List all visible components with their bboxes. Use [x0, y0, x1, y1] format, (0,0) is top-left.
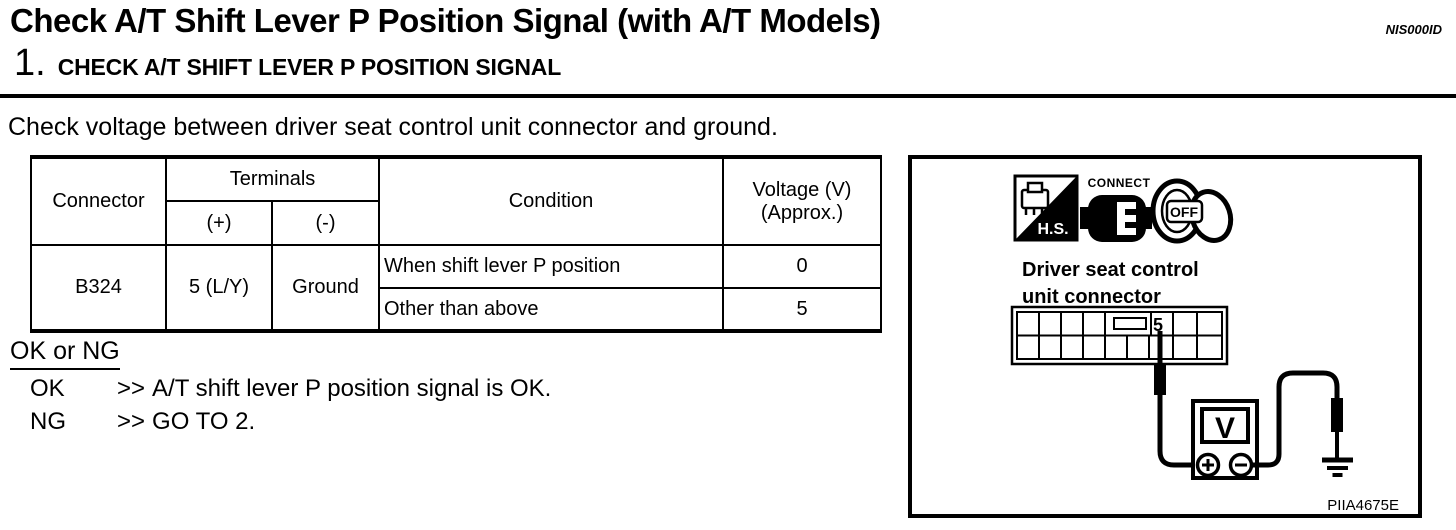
svg-text:OFF: OFF	[1170, 204, 1198, 220]
terminal-5-label: 5	[1153, 315, 1163, 335]
cell-voltage-1: 0	[722, 244, 882, 289]
figure-caption-line1: Driver seat control	[1022, 259, 1199, 281]
instruction-text: Check voltage between driver seat contro…	[8, 113, 778, 141]
ground-symbol-icon	[1322, 457, 1353, 477]
step-number: 1.	[14, 42, 46, 84]
result-line-ok: OK >> A/T shift lever P position signal …	[30, 375, 551, 403]
header-terminals: Terminals	[165, 156, 380, 202]
result-text-ok: A/T shift lever P position signal is OK.	[152, 375, 552, 402]
result-arrow-icon: >>	[117, 375, 146, 402]
step-heading-row: 1. CHECK A/T SHIFT LEVER P POSITION SIGN…	[14, 42, 561, 85]
svg-text:CONNECT: CONNECT	[1088, 176, 1151, 190]
plus-terminal-icon	[1195, 452, 1221, 478]
connector-pin-grid	[1010, 305, 1229, 366]
header-voltage-line1: Voltage (V)	[752, 178, 852, 201]
result-line-ng: NG >> GO TO 2.	[30, 408, 255, 436]
header-condition: Condition	[378, 156, 724, 246]
header-terminal-plus: (+)	[165, 200, 273, 246]
minus-terminal-icon	[1228, 452, 1254, 478]
result-text-ng: GO TO 2.	[152, 408, 256, 435]
cell-condition-1: When shift lever P position	[378, 244, 724, 289]
connect-icon: CONNECT	[1080, 176, 1152, 242]
result-label-ng: NG	[30, 408, 66, 435]
table-header-row: Connector Terminals Condition Voltage (V…	[30, 156, 882, 246]
hs-icon: H.S.	[1013, 174, 1079, 242]
table-subheader-row: (+) (-)	[31, 200, 881, 246]
header-voltage: Voltage (V) (Approx.)	[722, 156, 882, 246]
table-row: Other than above 5	[31, 287, 882, 332]
figure-code: PIIA4675E	[1327, 497, 1399, 514]
svg-text:H.S.: H.S.	[1037, 221, 1068, 238]
cell-condition-2: Other than above	[378, 287, 724, 332]
header-connector: Connector	[30, 156, 167, 246]
ground-test-probe	[1252, 370, 1343, 468]
figure-caption-line2: unit connector	[1022, 286, 1161, 308]
voltage-check-table: Connector Terminals Condition Voltage (V…	[30, 155, 882, 333]
cell-terminal-minus: Ground	[271, 244, 380, 332]
result-arrow-icon: >>	[117, 408, 146, 435]
section-divider	[0, 94, 1456, 98]
cell-terminal-plus: 5 (L/Y)	[165, 244, 273, 332]
voltmeter-v-label: V	[1215, 412, 1235, 445]
positive-test-probe	[1154, 331, 1197, 468]
page-title: Check A/T Shift Lever P Position Signal …	[10, 2, 881, 39]
figure-box: H.S. CONNECT OFF Dri	[908, 155, 1422, 518]
table-row: B324 5 (L/Y) Ground When shift lever P p…	[30, 244, 882, 332]
section-code: NIS000ID	[1385, 22, 1442, 37]
cell-voltage-2: 5	[722, 287, 882, 332]
wiring-figure: H.S. CONNECT OFF Dri	[1010, 174, 1399, 514]
cell-connector: B324	[30, 244, 167, 332]
voltmeter: V	[1191, 399, 1259, 480]
ignition-off-icon: OFF	[1150, 178, 1234, 244]
header-voltage-line2: (Approx.)	[760, 201, 844, 224]
header-terminal-minus: (-)	[271, 200, 380, 246]
result-label-ok: OK	[30, 375, 65, 402]
okng-heading: OK or NG	[10, 337, 120, 370]
step-heading: CHECK A/T SHIFT LEVER P POSITION SIGNAL	[57, 54, 562, 80]
blank-terminal-mark	[1113, 317, 1147, 330]
